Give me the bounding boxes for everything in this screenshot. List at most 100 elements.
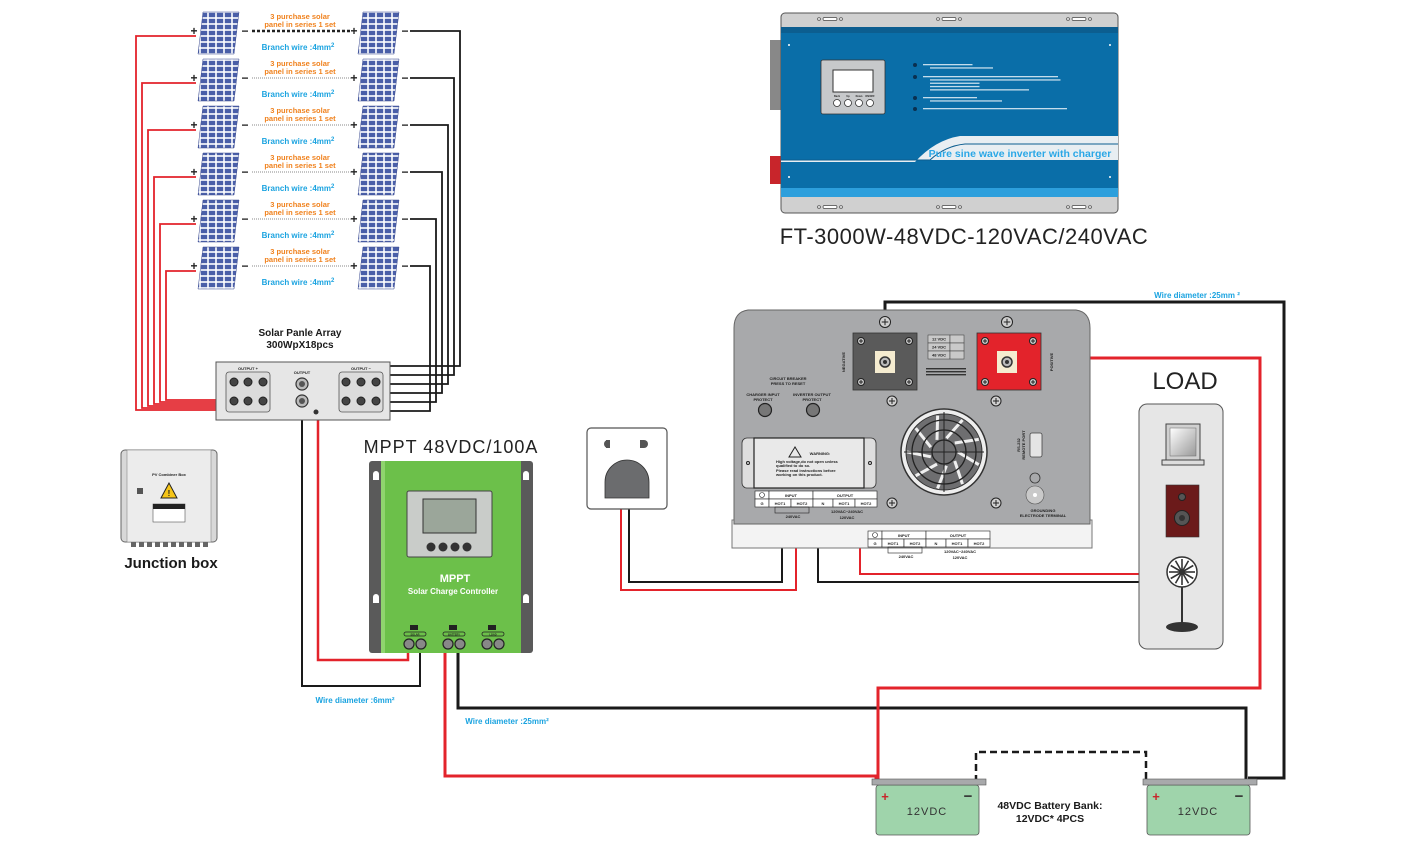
output-voltage-label-2: 120VAC — [840, 515, 855, 520]
combiner-input-terminal — [356, 396, 366, 406]
charger-breaker-button[interactable] — [757, 402, 773, 418]
mount-slot — [1071, 17, 1087, 21]
cable-gland — [203, 542, 208, 547]
solar-panel-icon — [357, 58, 400, 102]
controller-button-1[interactable] — [426, 542, 436, 552]
solar-panel-icon — [357, 105, 400, 149]
terminal-output-label: OUTPUT — [837, 493, 854, 498]
minus-sign: − — [241, 259, 248, 273]
inverter-button-on-off[interactable] — [866, 99, 874, 107]
controller-lcd — [422, 498, 477, 534]
remote-port-label: REMOTE PORT — [1021, 430, 1026, 460]
cable-gland — [171, 542, 176, 547]
combiner-input-terminal — [371, 396, 381, 406]
bulb-icon — [488, 625, 496, 630]
branch-wire-label: Branch wire :4mm2 — [262, 184, 335, 193]
minus-sign: − — [401, 71, 408, 85]
rs232-port[interactable] — [1029, 432, 1043, 458]
output-voltage-label-2: 120VAC — [953, 555, 968, 560]
combiner-input-terminal — [371, 377, 381, 387]
battery-voltage-label: 12VDC — [1178, 806, 1218, 818]
branch-wire-label: Branch wire :4mm2 — [262, 43, 335, 52]
plus-sign: + — [190, 71, 197, 85]
fan-icon — [1166, 556, 1198, 632]
string-label-2: panel in series 1 set — [264, 161, 336, 170]
terminal-cell — [967, 538, 991, 548]
plus-sign: + — [350, 212, 357, 226]
junction-box: PV Combiner Box ! — [120, 449, 218, 547]
combiner-input-terminal — [243, 396, 253, 406]
inverter-button-label: ON/OFF — [865, 95, 875, 98]
controller-button-2[interactable] — [438, 542, 448, 552]
inverter-button-label: Back — [834, 95, 841, 98]
warning-title: WARNING: — [810, 451, 831, 456]
inverter-protect-label: INVERTER OUTPUT — [793, 392, 831, 397]
input-voltage-label: 240VAC — [899, 554, 914, 559]
warning-text-2: qualified to do so. — [776, 463, 810, 468]
screw-icon — [886, 497, 898, 509]
fan-blade — [945, 418, 964, 440]
cable-gland — [139, 542, 144, 547]
screw-icon — [905, 337, 913, 345]
controller-title: MPPT 48VDC/100A — [364, 437, 539, 457]
string-label: 3 purchase solar — [270, 12, 330, 21]
minus-sign: − — [241, 212, 248, 226]
cable-gland — [131, 542, 136, 547]
inverter-button-label: Down — [856, 95, 863, 98]
solar-panel-icon — [410, 625, 418, 630]
inverter-banner: Pure sine wave inverter with charger — [929, 148, 1112, 160]
plus-sign: + — [350, 118, 357, 132]
terminal-label: SOLAR — [410, 632, 419, 636]
controller-button-4[interactable] — [462, 542, 472, 552]
solar-panel-icon — [197, 58, 240, 102]
plus-sign: + — [350, 24, 357, 38]
svg-text:!: ! — [168, 489, 171, 498]
mount-slot — [822, 205, 838, 209]
string-label-2: panel in series 1 set — [264, 114, 336, 123]
plus-sign: + — [190, 212, 197, 226]
minus-sign: − — [401, 212, 408, 226]
terminal-cell — [854, 498, 878, 508]
warning-plate: WARNING: High voltage,do not open unless… — [741, 437, 877, 489]
terminal-cell-label: HOT2 — [974, 541, 985, 546]
screw-icon — [857, 337, 865, 345]
screw-icon — [990, 395, 1002, 407]
array-title: Solar Panle Array — [258, 328, 341, 339]
inverter-model: FT-3000W-48VDC-120VAC/240VAC — [780, 224, 1149, 249]
breaker-title: CIRCUIT BREAKER — [769, 376, 806, 381]
solar-panel-icon — [197, 246, 240, 290]
junction-box-inner-label: PV Combiner Box — [152, 472, 187, 477]
terminal-cell-label: HOT2 — [797, 501, 808, 506]
combiner-output-plus-label: OUTPUT + — [238, 366, 259, 371]
fan-blade — [906, 450, 932, 459]
warning-text-1: High voltage,do not open unless — [776, 459, 839, 464]
inverter-button-up[interactable] — [844, 99, 852, 107]
plus-sign: + — [350, 259, 357, 273]
combiner-input-terminal — [229, 377, 239, 387]
voltage-label: 48 VDC — [932, 353, 946, 358]
inverter-button-down[interactable] — [855, 99, 863, 107]
grounding-label: GROUNDING — [1031, 508, 1056, 513]
mount-slot — [1071, 205, 1087, 209]
screw-icon — [857, 378, 865, 386]
wire-label-controller-battery: Wire diameter :25mm² — [465, 717, 549, 726]
voltage-label: 24 VDC — [932, 345, 946, 350]
speaker-icon — [1165, 484, 1200, 538]
solar-array: + − + − 3 purchase solar panel in series 1 se… — [190, 11, 409, 290]
load-panel — [1138, 403, 1224, 650]
cable-gland — [195, 542, 200, 547]
plus-sign: + — [190, 259, 197, 273]
voltage-checkbox — [949, 334, 965, 344]
inverter-breaker-button[interactable] — [805, 402, 821, 418]
battery-plus-icon: + — [1152, 789, 1160, 804]
battery-icon — [449, 625, 457, 630]
controller-button-3[interactable] — [450, 542, 460, 552]
combiner-input-terminal — [258, 396, 268, 406]
inverter-button-back[interactable] — [833, 99, 841, 107]
solar-panel-icon — [357, 152, 400, 196]
